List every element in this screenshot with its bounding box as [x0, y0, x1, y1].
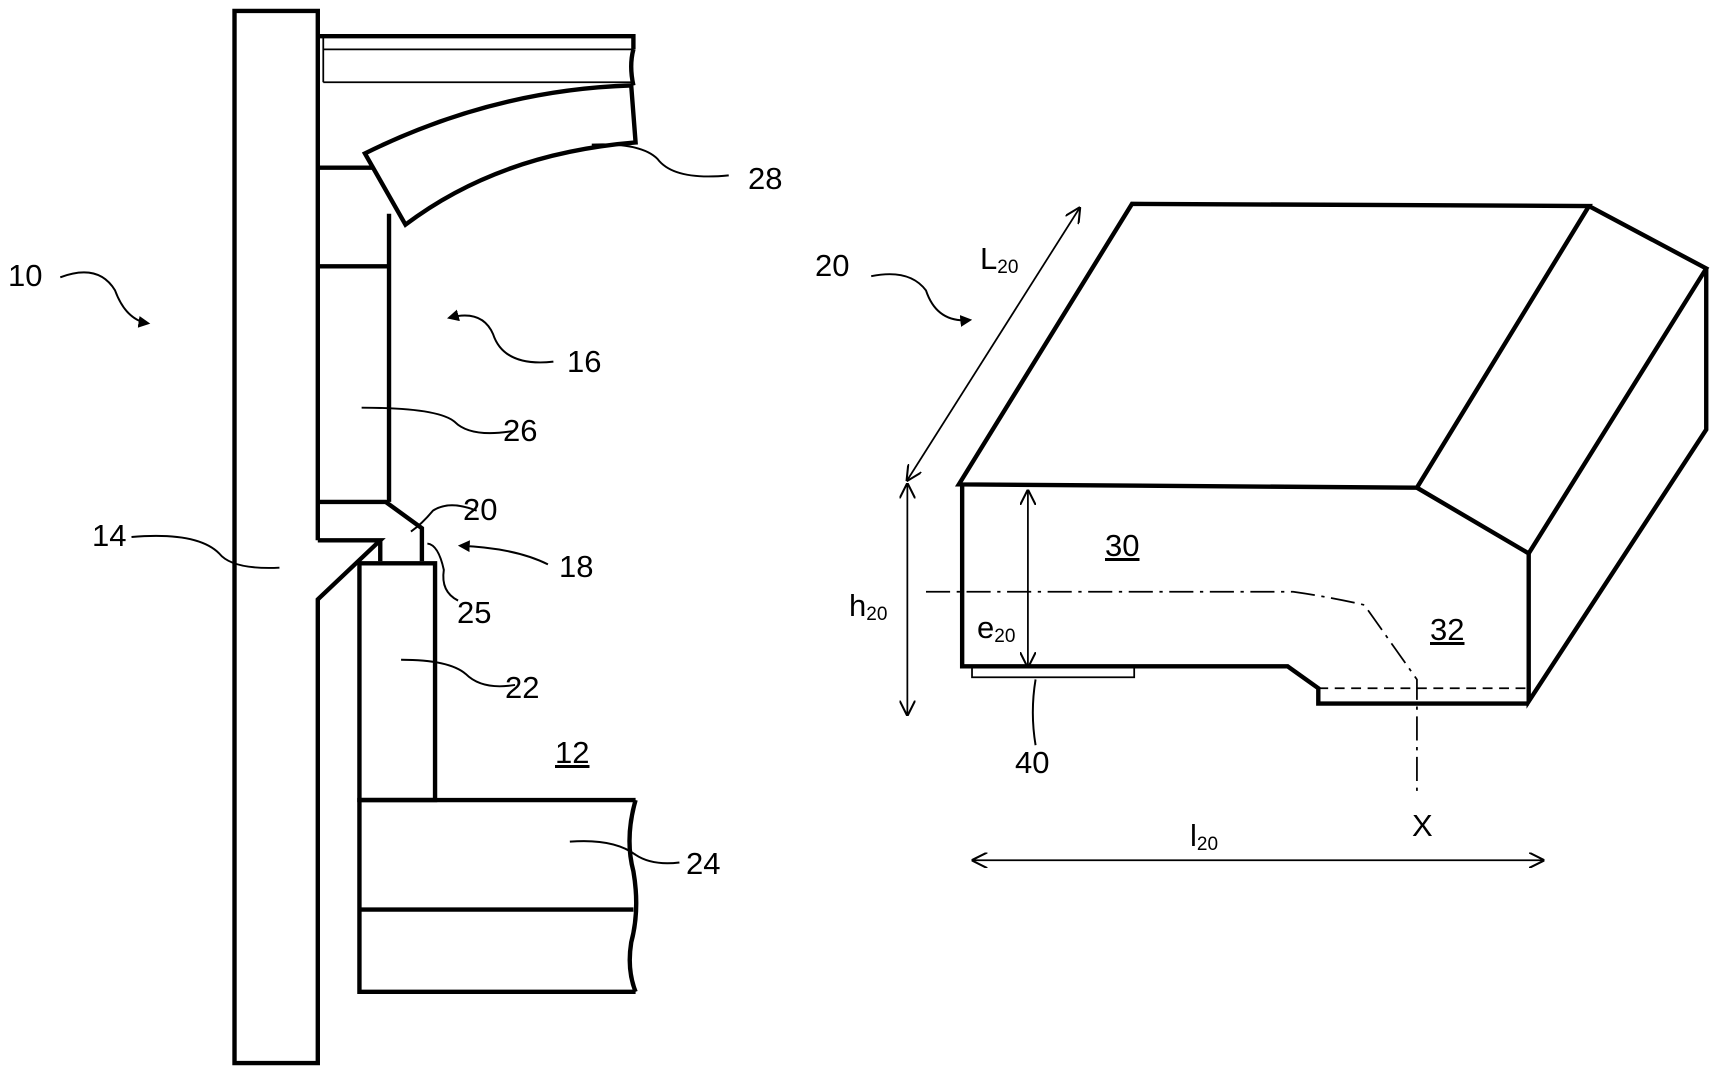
part-24 — [357, 797, 639, 994]
label-18: 18 — [559, 549, 594, 584]
label-22: 22 — [505, 670, 540, 705]
label-14: 14 — [92, 518, 127, 553]
dim-h-main: h — [849, 588, 867, 623]
part-26 — [317, 165, 425, 562]
label-30: 30 — [1105, 528, 1140, 563]
label-X: X — [1412, 808, 1433, 843]
dim-L-main: L — [980, 241, 998, 276]
block-20 — [954, 201, 1710, 709]
label-20-right: 20 — [815, 248, 850, 283]
dimension-arrows — [907, 208, 1543, 860]
label-26: 26 — [503, 413, 538, 448]
top-member — [317, 33, 636, 86]
label-20-left: 20 — [463, 492, 498, 527]
dim-h-sub: 20 — [866, 604, 888, 625]
label-40: 40 — [1015, 745, 1050, 780]
label-24: 24 — [686, 846, 721, 881]
layer-40 — [971, 665, 1136, 679]
dim-e-sub: 20 — [994, 626, 1016, 647]
part-28 — [361, 83, 638, 228]
leaders-right — [871, 273, 1037, 746]
label-L20: L20 — [980, 243, 1018, 277]
label-32: 32 — [1430, 612, 1465, 647]
axis-x — [925, 590, 1418, 792]
wall-14 — [232, 8, 386, 1066]
label-25: 25 — [457, 595, 492, 630]
dim-e-main: e — [977, 610, 995, 645]
dim-L-sub: 20 — [997, 257, 1019, 278]
label-e20: e20 — [977, 612, 1015, 646]
dim-l-main: l — [1190, 818, 1197, 853]
label-28: 28 — [748, 161, 783, 196]
label-l20: l20 — [1190, 820, 1218, 854]
label-h20: h20 — [849, 590, 887, 624]
dim-l-sub: 20 — [1196, 834, 1219, 855]
label-12: 12 — [555, 735, 590, 770]
leaders-left — [59, 143, 729, 865]
dim-L20 — [907, 208, 1079, 480]
part-22 — [357, 561, 438, 803]
label-16: 16 — [567, 344, 602, 379]
label-10: 10 — [8, 258, 43, 293]
